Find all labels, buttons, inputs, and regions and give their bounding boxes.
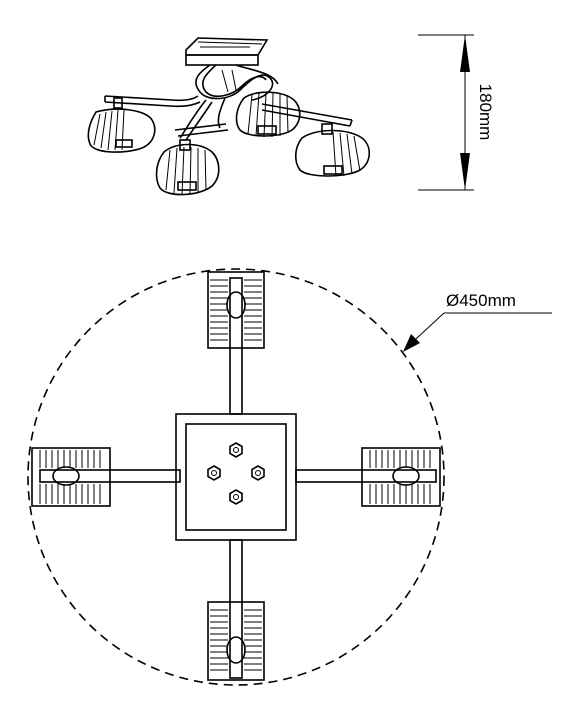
canopy-plate [185, 37, 269, 66]
hex-nut-right [251, 465, 265, 481]
shade-top-view-north [207, 271, 265, 349]
shade-center [235, 91, 301, 138]
shade-right [294, 123, 371, 177]
hex-nut-left [207, 465, 221, 481]
shade-front [155, 139, 220, 196]
shade-top-view-south [207, 601, 265, 681]
height-dimension: 180mm [418, 34, 495, 191]
outline-circle [27, 268, 445, 686]
side-front-arm [174, 123, 229, 137]
height-label: 180mm [476, 84, 495, 141]
side-right-arm [261, 103, 353, 127]
side-left-arm [104, 95, 201, 109]
hex-nut-top [229, 442, 243, 458]
diameter-dimension: Ø450mm [403, 291, 552, 352]
top-arms [39, 277, 437, 679]
side-view: 180mm [87, 34, 495, 196]
hex-nut-bottom [229, 489, 243, 505]
shade-left [87, 108, 156, 153]
diameter-label: Ø450mm [446, 291, 516, 310]
shade-top-view-west [31, 447, 111, 507]
shade-top-view-east [361, 447, 441, 507]
top-view: Ø450mm [27, 268, 552, 686]
center-plate [175, 413, 297, 541]
central-arms [179, 64, 279, 141]
